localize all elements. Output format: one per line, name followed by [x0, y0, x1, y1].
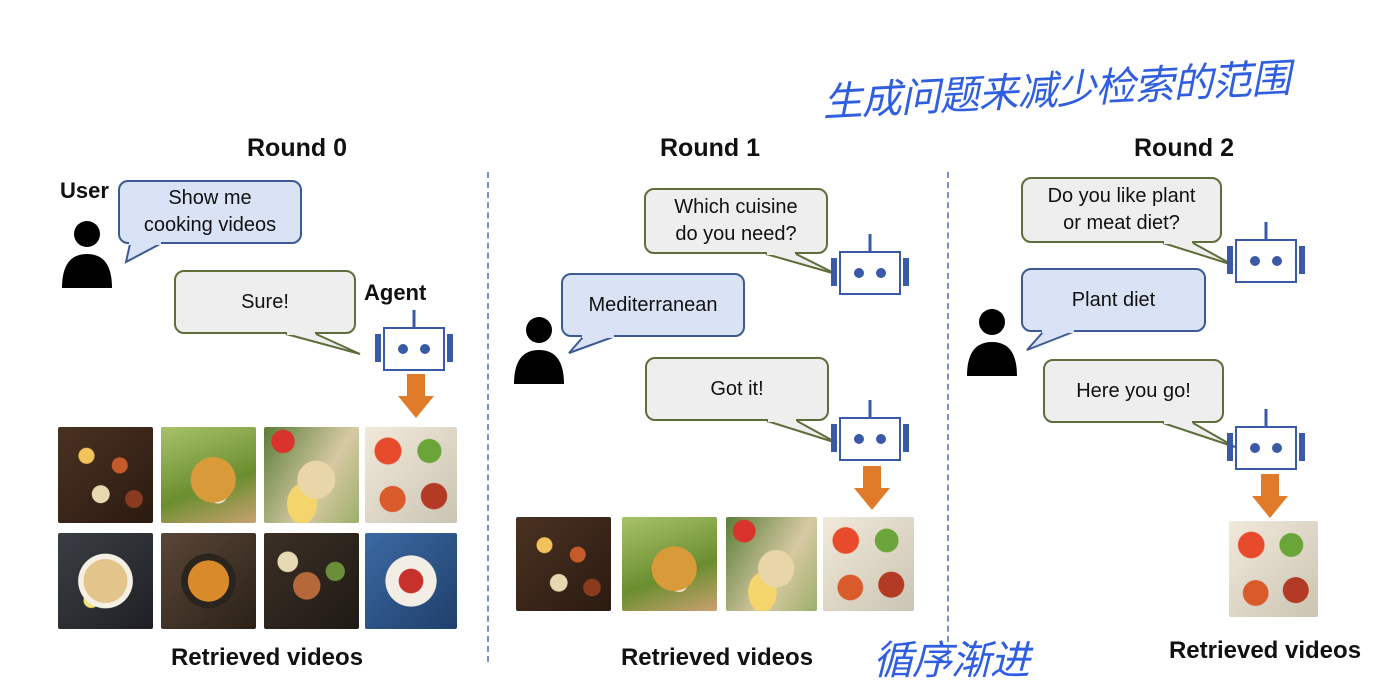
annotation-bottom: 循序渐进: [873, 638, 1030, 684]
bubble-tail: [124, 237, 161, 264]
agent-question-line: or meat diet?: [1063, 212, 1180, 234]
video-thumbnail: [365, 533, 457, 629]
agent-bubble-round-1: Got it!: [645, 357, 838, 444]
agent-question-bubble-round-2: Do you like plant or meat diet?: [1021, 177, 1234, 266]
video-thumbnail: [264, 427, 359, 523]
bubble-tail: [285, 327, 361, 355]
robot-icon: [1227, 222, 1305, 283]
video-thumbnail: [161, 427, 256, 523]
video-thumbnail: [365, 427, 457, 523]
video-thumbnail: [1229, 521, 1318, 617]
retrieved-videos-caption: Retrieved videos: [1168, 637, 1362, 664]
user-bubble-round-2: Plant diet: [1021, 268, 1206, 351]
robot-icon: [831, 400, 909, 461]
video-thumbnail: [58, 427, 153, 523]
down-arrow-icon: [854, 466, 890, 510]
video-thumbnail: [823, 517, 914, 611]
user-message-line: Show me: [168, 187, 252, 209]
user-bubble-round-1: Mediterranean: [561, 273, 745, 354]
user-icon: [62, 221, 112, 288]
divider-right: [947, 172, 949, 662]
user-message: Plant diet: [1071, 288, 1156, 311]
video-thumbnail: [516, 517, 611, 611]
down-arrow-icon: [1252, 474, 1288, 518]
retrieved-videos-caption: Retrieved videos: [170, 644, 364, 671]
robot-icon: [1227, 409, 1305, 470]
agent-bubble-round-0: Sure!: [174, 270, 361, 355]
agent-message: Here you go!: [1076, 379, 1191, 402]
down-arrow-icon: [398, 374, 434, 418]
video-thumbnail: [58, 533, 153, 629]
agent-question-line: Do you like plant: [1047, 185, 1196, 207]
video-thumbnail: [726, 517, 817, 611]
agent-question-line: Which cuisine: [674, 196, 798, 218]
user-bubble-round-0: Show me cooking videos: [118, 180, 302, 264]
user-message-line: cooking videos: [143, 214, 277, 236]
user-label: User: [60, 178, 109, 203]
user-icon: [514, 317, 564, 384]
robot-icon: [831, 234, 909, 295]
agent-message: Got it!: [710, 377, 764, 400]
bubble-tail: [568, 330, 614, 354]
bubble-tail: [1026, 325, 1074, 351]
agent-question-bubble-round-1: Which cuisine do you need?: [644, 188, 837, 275]
robot-icon: [375, 310, 453, 371]
agent-label: Agent: [364, 280, 427, 305]
retrieved-videos-caption: Retrieved videos: [620, 644, 814, 671]
video-thumbnail: [161, 533, 256, 629]
user-icon: [967, 309, 1017, 376]
user-message: Mediterranean: [588, 293, 718, 316]
divider-left: [487, 172, 489, 662]
round-0-title: Round 0: [247, 134, 347, 162]
agent-message: Sure!: [241, 290, 289, 313]
agent-question-line: do you need?: [675, 223, 797, 245]
agent-bubble-round-2: Here you go!: [1043, 359, 1236, 448]
annotation-top: 生成问题来减少检索的范围: [821, 55, 1292, 127]
video-thumbnail: [622, 517, 717, 611]
video-thumbnail: [264, 533, 359, 629]
round-1-title: Round 1: [660, 134, 760, 162]
round-2-title: Round 2: [1134, 134, 1234, 162]
